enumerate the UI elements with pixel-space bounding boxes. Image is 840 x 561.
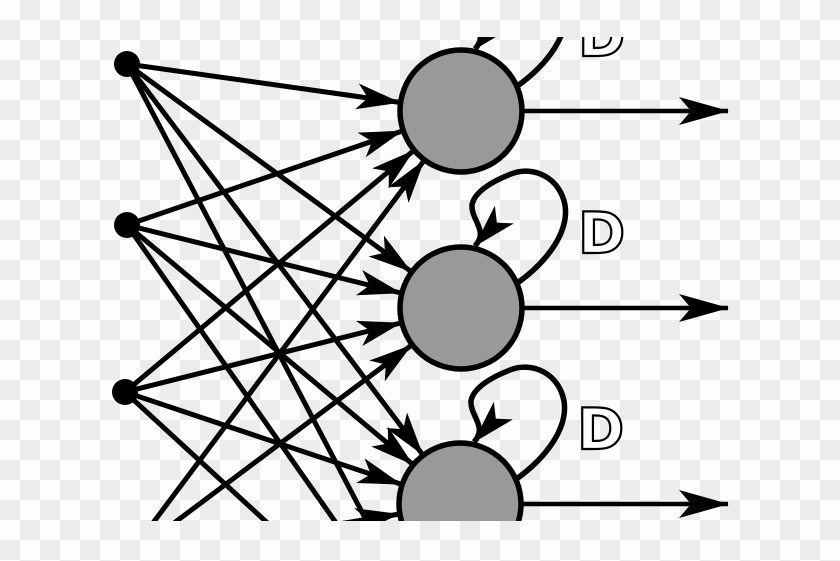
feedback-loop-arrow (469, 168, 569, 287)
neuron-node (397, 244, 525, 372)
feedback-loop-arrow (468, 364, 568, 483)
connection-arrow (125, 223, 415, 467)
delay-label: D (578, 4, 625, 70)
connection-arrow (124, 320, 402, 395)
delay-label: D (578, 201, 625, 267)
feedback-loop-arrow (472, 37, 564, 90)
delay-label: D (577, 397, 624, 463)
diagram-content-layer: DDDD (112, 4, 729, 561)
connection-arrow (125, 61, 413, 274)
connection-arrow (123, 148, 416, 394)
input-node (114, 51, 140, 77)
connection-arrow (151, 159, 426, 521)
input-node (114, 212, 140, 238)
neuron-node (396, 440, 524, 521)
input-node (113, 546, 139, 561)
neuron-node (397, 47, 525, 175)
connection-arrow (123, 390, 269, 521)
connection-arrow (126, 128, 404, 228)
connection-arrow (172, 343, 413, 521)
connection-arrow (126, 61, 401, 110)
connection-arrow (124, 389, 403, 487)
connection-arrow (124, 223, 338, 521)
input-node (112, 379, 138, 405)
connection-arrow (126, 222, 402, 296)
